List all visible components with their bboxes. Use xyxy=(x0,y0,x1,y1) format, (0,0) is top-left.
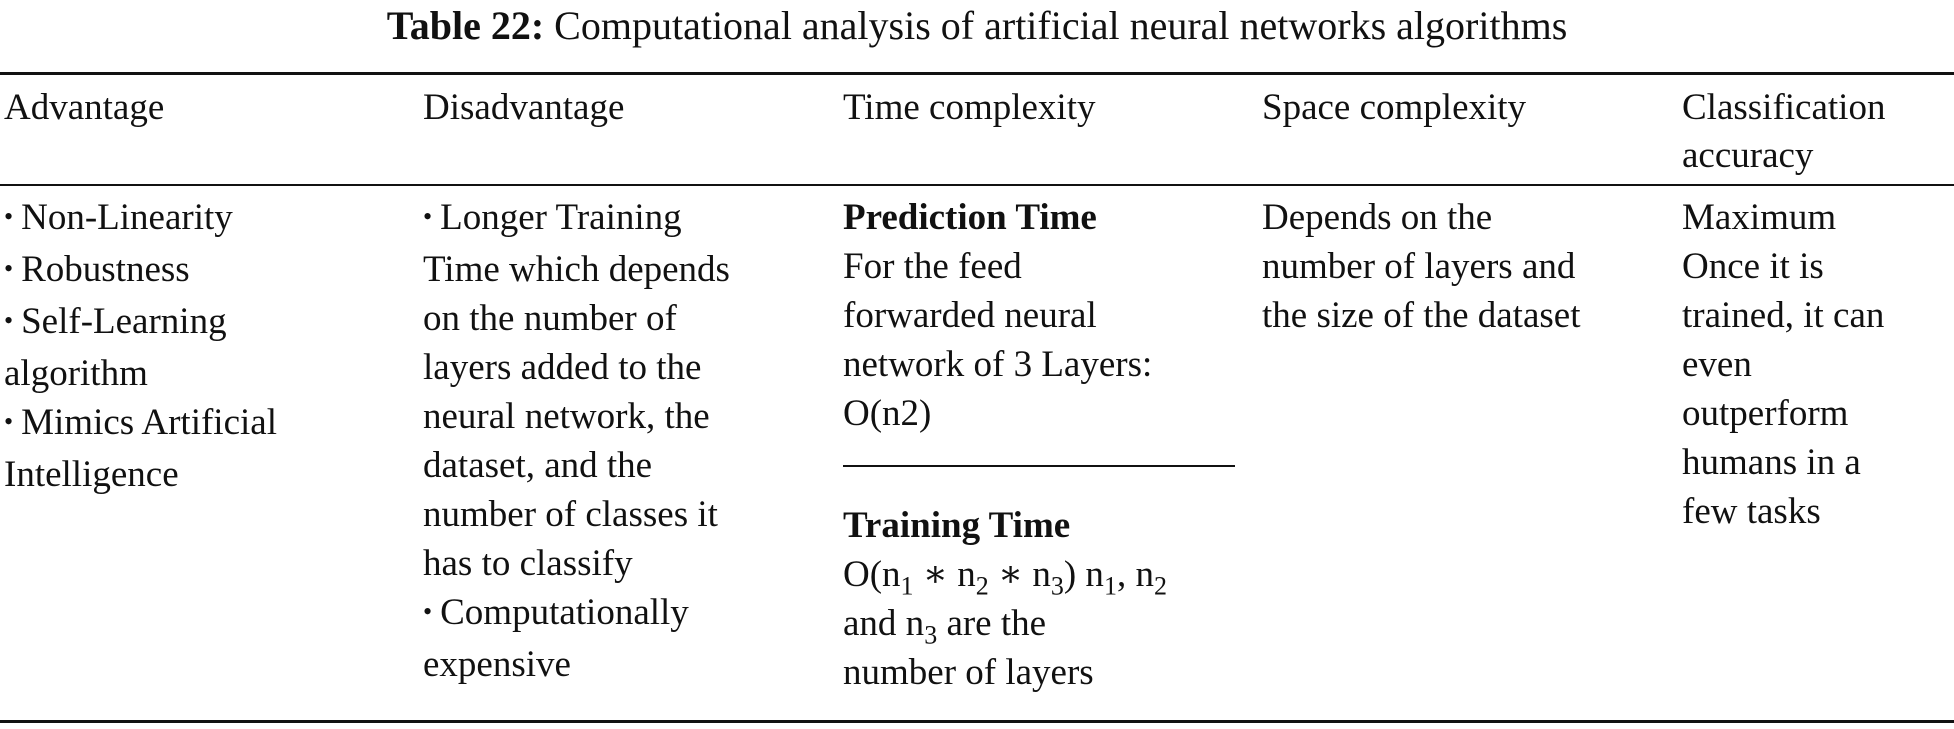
header-classification-accuracy: Classification accuracy xyxy=(1682,84,1954,180)
disadvantage-line: has to classify xyxy=(423,543,633,584)
advantage-item-continued: algorithm xyxy=(4,353,148,394)
disadvantage-item: •Longer Training xyxy=(423,197,682,238)
space-line: the size of the dataset xyxy=(1262,295,1581,336)
prediction-line: For the feed xyxy=(843,246,1022,287)
header-advantage: Advantage xyxy=(4,87,165,128)
accuracy-line: Maximum xyxy=(1682,197,1837,238)
training-line: number of layers xyxy=(843,652,1094,693)
advantage-item-continued: Intelligence xyxy=(4,454,179,495)
disadvantage-line: layers added to the xyxy=(423,347,702,388)
bullet-icon: • xyxy=(4,306,14,335)
disadvantage-line: Time which depends xyxy=(423,249,730,290)
header-disadvantage: Disadvantage xyxy=(423,87,625,128)
header-space-complexity: Space complexity xyxy=(1262,87,1527,128)
advantage-item: •Self-Learning xyxy=(4,301,227,342)
header-accuracy-line: Classification xyxy=(1682,87,1886,128)
table-header-rule xyxy=(0,184,1954,186)
table-caption-text: Computational analysis of artificial neu… xyxy=(554,3,1568,48)
table-bottom-rule xyxy=(0,720,1954,723)
cell-time-complexity-prediction: Prediction Time For the feed forwarded n… xyxy=(843,193,1238,438)
disadvantage-item: •Computationally xyxy=(423,592,689,633)
time-complexity-divider xyxy=(843,465,1235,467)
disadvantage-line: number of classes it xyxy=(423,494,718,535)
prediction-line: forwarded neural xyxy=(843,295,1097,336)
accuracy-line: few tasks xyxy=(1682,491,1821,532)
training-time-heading: Training Time xyxy=(843,505,1071,546)
table-top-rule xyxy=(0,72,1954,75)
table-caption-label: Table 22: xyxy=(386,3,545,48)
advantage-item: •Robustness xyxy=(4,249,190,290)
accuracy-line: humans in a xyxy=(1682,442,1861,483)
header-time-complexity: Time complexity xyxy=(843,87,1096,128)
table-caption: Table 22: Computational analysis of arti… xyxy=(0,0,1954,60)
space-line: Depends on the xyxy=(1262,197,1493,238)
accuracy-line: even xyxy=(1682,344,1752,385)
advantage-item: •Non-Linearity xyxy=(4,197,233,238)
disadvantage-line: neural network, the xyxy=(423,396,710,437)
training-formula: O(n1 ∗ n2 ∗ n3) n1, n2 xyxy=(843,554,1167,601)
cell-advantage: •Non-Linearity •Robustness •Self-Learnin… xyxy=(4,193,414,499)
bullet-icon: • xyxy=(4,202,14,231)
prediction-time-heading: Prediction Time xyxy=(843,197,1097,238)
cell-space-complexity: Depends on the number of layers and the … xyxy=(1262,193,1662,340)
accuracy-line: outperform xyxy=(1682,393,1849,434)
bullet-icon: • xyxy=(4,407,14,436)
bullet-icon: • xyxy=(423,202,433,231)
accuracy-line: Once it is xyxy=(1682,246,1824,287)
disadvantage-line: on the number of xyxy=(423,298,677,339)
cell-time-complexity-training: Training Time O(n1 ∗ n2 ∗ n3) n1, n2 and… xyxy=(843,501,1238,697)
prediction-line: O(n2) xyxy=(843,393,932,434)
disadvantage-line: expensive xyxy=(423,644,571,685)
bullet-icon: • xyxy=(4,254,14,283)
accuracy-line: trained, it can xyxy=(1682,295,1885,336)
cell-disadvantage: •Longer Training Time which depends on t… xyxy=(423,193,783,689)
cell-classification-accuracy: Maximum Once it is trained, it can even … xyxy=(1682,193,1954,536)
space-line: number of layers and xyxy=(1262,246,1576,287)
bullet-icon: • xyxy=(423,597,433,626)
prediction-line: network of 3 Layers: xyxy=(843,344,1153,385)
advantage-item: •Mimics Artificial xyxy=(4,402,277,443)
disadvantage-line: dataset, and the xyxy=(423,445,653,486)
training-line: and n3 are the xyxy=(843,603,1047,650)
header-accuracy-line: accuracy xyxy=(1682,135,1814,176)
